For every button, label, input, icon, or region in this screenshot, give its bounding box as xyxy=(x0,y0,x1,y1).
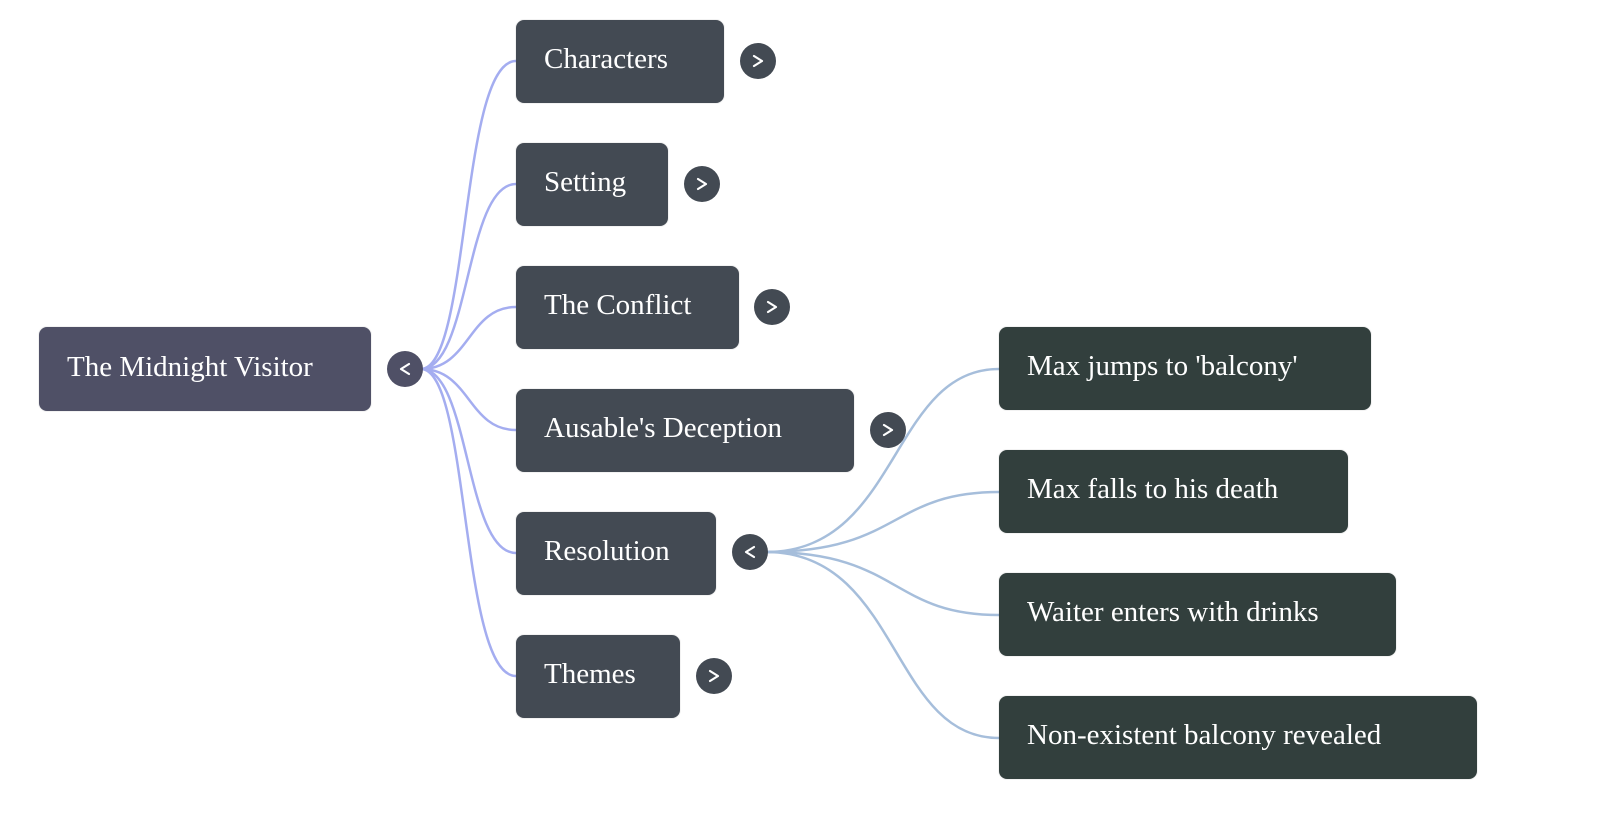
branch-node-resolution[interactable]: Resolution xyxy=(516,512,716,595)
edge-root-resolution xyxy=(420,367,517,555)
chevron-right-icon xyxy=(696,177,708,191)
chevron-right-icon xyxy=(752,54,764,68)
chevron-right-icon xyxy=(766,300,778,314)
branch-label: Resolution xyxy=(544,535,670,567)
edge-root-conflict xyxy=(420,305,517,371)
branch-label: Characters xyxy=(544,43,668,75)
expand-button-ausables-deception[interactable] xyxy=(870,412,906,448)
expand-button-the-conflict[interactable] xyxy=(754,289,790,325)
edge-root-setting xyxy=(420,182,517,371)
branch-label: The Conflict xyxy=(544,289,692,321)
edge-root-characters xyxy=(420,59,517,371)
collapse-button-resolution[interactable] xyxy=(732,534,768,570)
branch-label: Setting xyxy=(544,166,627,198)
chevron-left-icon xyxy=(744,545,756,559)
branch-node-ausables-deception[interactable]: Ausable's Deception xyxy=(516,389,854,472)
branch-node-setting[interactable]: Setting xyxy=(516,143,668,226)
branch-label: Ausable's Deception xyxy=(544,412,782,444)
leaf-node[interactable]: Waiter enters with drinks xyxy=(999,573,1396,656)
expand-button-themes[interactable] xyxy=(696,658,732,694)
leaf-node[interactable]: Max falls to his death xyxy=(999,450,1348,533)
edge-root-themes xyxy=(420,367,517,678)
branch-node-characters[interactable]: Characters xyxy=(516,20,724,103)
branch-node-themes[interactable]: Themes xyxy=(516,635,680,718)
root-node[interactable]: The Midnight Visitor xyxy=(39,327,371,411)
chevron-right-icon xyxy=(882,423,894,437)
root-collapse-button[interactable] xyxy=(387,351,423,387)
root-node-label: The Midnight Visitor xyxy=(67,350,313,383)
leaf-label: Max falls to his death xyxy=(1027,473,1279,505)
chevron-right-icon xyxy=(708,669,720,683)
edge-resolution-leaf-2 xyxy=(765,490,1000,554)
leaf-label: Waiter enters with drinks xyxy=(1027,596,1319,628)
edge-resolution-leaf-3 xyxy=(765,550,1000,617)
chevron-left-icon xyxy=(399,362,411,376)
leaf-label: Max jumps to 'balcony' xyxy=(1027,350,1298,382)
leaf-node[interactable]: Max jumps to 'balcony' xyxy=(999,327,1371,410)
edge-root-deception xyxy=(420,367,517,432)
leaf-label: Non-existent balcony revealed xyxy=(1027,719,1382,751)
expand-button-setting[interactable] xyxy=(684,166,720,202)
expand-button-characters[interactable] xyxy=(740,43,776,79)
leaf-node[interactable]: Non-existent balcony revealed xyxy=(999,696,1477,779)
branch-label: Themes xyxy=(544,658,636,690)
edge-resolution-leaf-4 xyxy=(765,550,1000,740)
edge-resolution-leaf-1 xyxy=(765,367,1000,554)
branch-node-the-conflict[interactable]: The Conflict xyxy=(516,266,739,349)
